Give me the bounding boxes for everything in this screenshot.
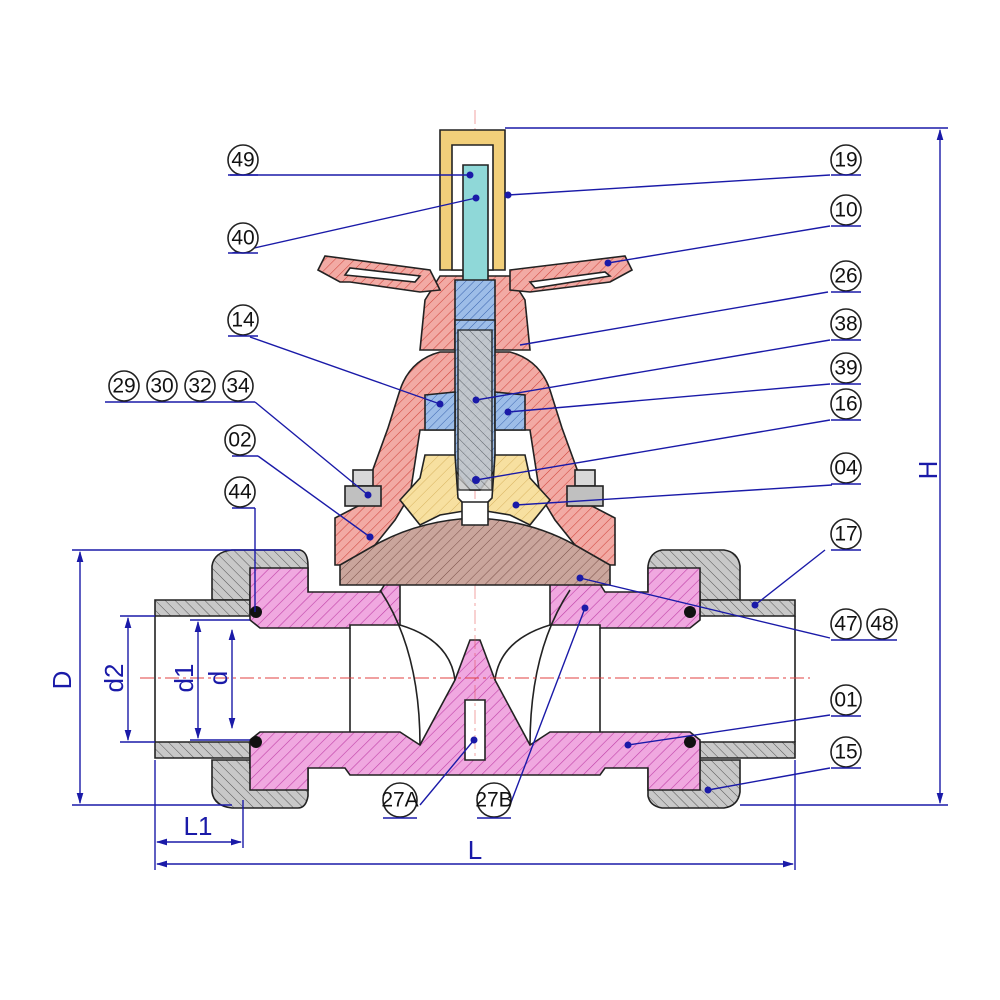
- o-rings: [250, 606, 696, 748]
- callout-44: 44: [228, 481, 252, 504]
- callout-16: 16: [834, 393, 857, 416]
- callout-02: 02: [228, 429, 251, 452]
- valve-body: [140, 110, 810, 791]
- callout-47: 47: [834, 613, 857, 636]
- callout-27a: 27A: [381, 789, 418, 812]
- diaphragm: [339, 501, 611, 586]
- dim-label-d: d: [203, 671, 233, 685]
- right-tail-pipe: [699, 599, 796, 759]
- dim-label-d1: d1: [169, 664, 199, 693]
- callout-34: 34: [226, 375, 250, 398]
- callout-underlines: [228, 174, 897, 819]
- callout-38: 38: [834, 313, 857, 336]
- callout-01: 01: [834, 689, 857, 712]
- callout-bubbles: 49 40 14 29 30 32 34 02 44 19 10 26 38 3…: [108, 144, 898, 818]
- callout-29: 29: [112, 375, 135, 398]
- stem: [424, 164, 526, 491]
- bonnet-bolts: [344, 469, 604, 507]
- callout-32: 32: [188, 375, 211, 398]
- dimension-lines: [72, 127, 948, 870]
- callout-10: 10: [834, 199, 857, 222]
- callout-15: 15: [834, 741, 857, 764]
- callout-39: 39: [834, 357, 857, 380]
- callout-30: 30: [150, 375, 173, 398]
- callout-14: 14: [231, 309, 255, 332]
- compressor: [398, 454, 552, 527]
- callout-49: 49: [231, 149, 254, 172]
- dim-label-L: L: [468, 835, 482, 865]
- dim-label-h: H: [913, 461, 943, 480]
- callout-48: 48: [870, 613, 893, 636]
- callout-04: 04: [834, 457, 858, 480]
- dimension-labels: H D d2 d1 d L1 L: [47, 461, 943, 865]
- leader-lines: [105, 171, 833, 806]
- callout-17: 17: [834, 523, 857, 546]
- handwheel: [316, 255, 634, 293]
- callout-40: 40: [231, 227, 254, 250]
- callout-26: 26: [834, 265, 857, 288]
- dim-label-L1: L1: [184, 811, 213, 841]
- dim-label-d2: d2: [99, 664, 129, 693]
- dim-label-D: D: [47, 671, 77, 690]
- callout-27b: 27B: [475, 789, 512, 812]
- callout-19: 19: [834, 149, 857, 172]
